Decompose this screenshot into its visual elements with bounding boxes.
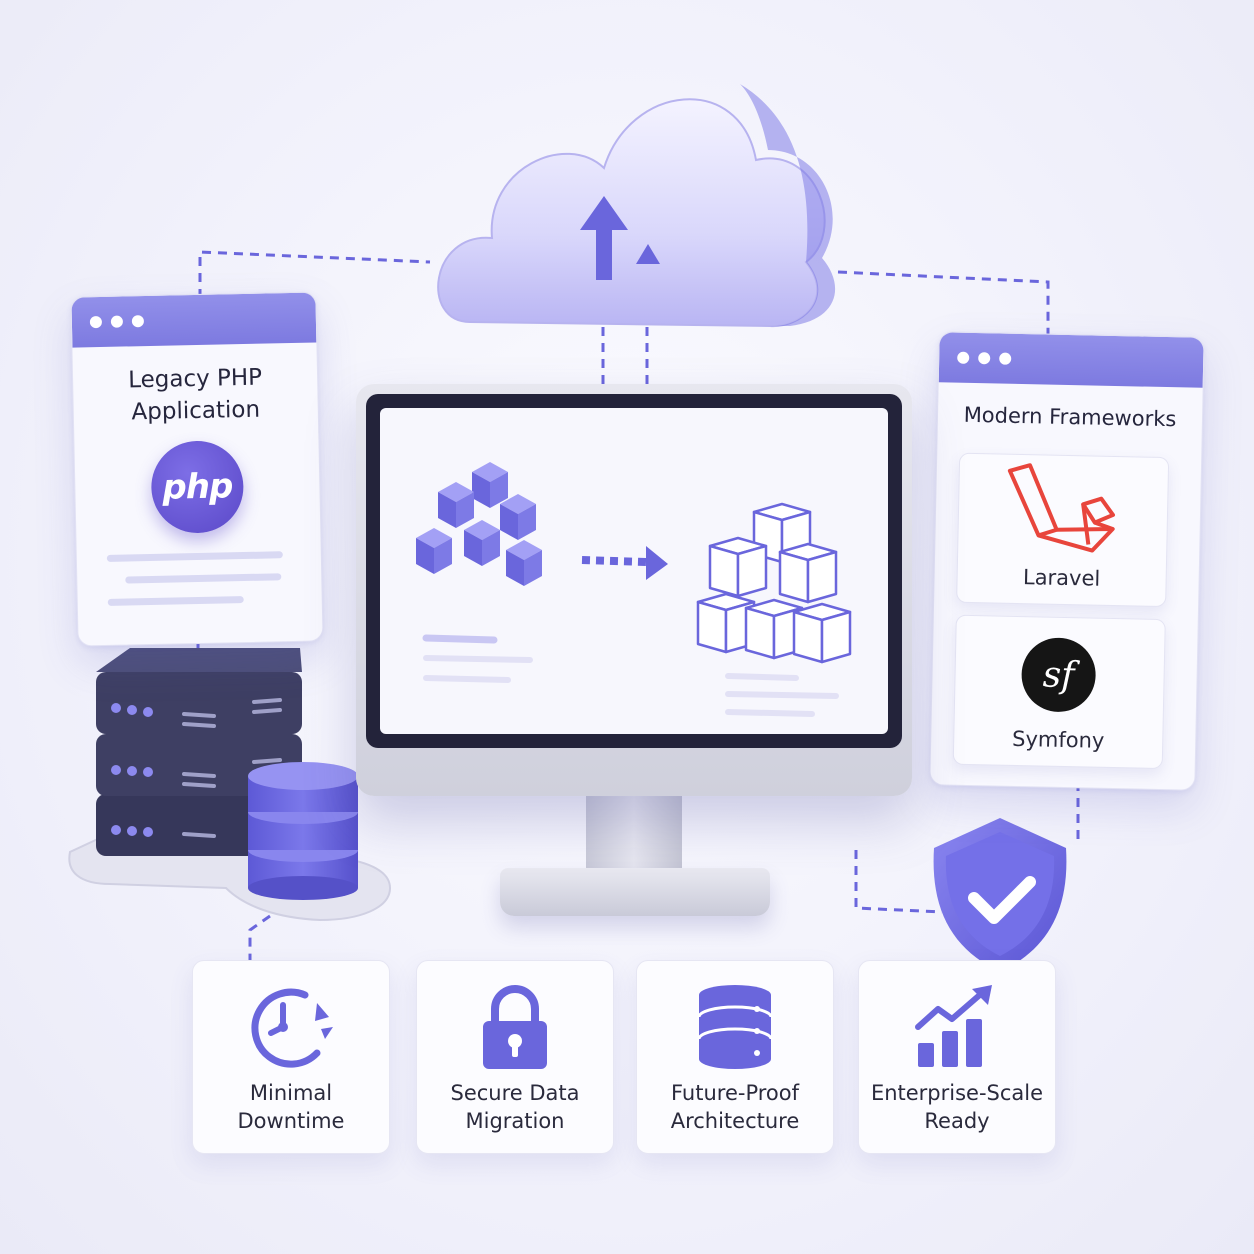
- framework-card-laravel: Laravel: [956, 452, 1170, 608]
- placeholder-line: [106, 551, 283, 562]
- modern-frameworks-panel: Modern Frameworks Laravel sf Symfony: [929, 331, 1205, 791]
- monitor: [356, 384, 912, 796]
- migration-arrow-icon: [581, 546, 668, 580]
- migration-illustration: [416, 462, 852, 717]
- upload-arrow-icon: [580, 196, 660, 280]
- screen-placeholder-lines: [422, 634, 839, 717]
- cloud-icon: [437, 84, 836, 328]
- shield-check-icon: [933, 818, 1067, 972]
- monitor-bezel: [366, 394, 902, 748]
- clock-refresh-icon: [251, 988, 333, 1068]
- feature-card-future-proof-architecture: Future-Proof Architecture: [636, 960, 834, 1154]
- window-dot: [978, 352, 991, 365]
- feature-label: Future-Proof Architecture: [670, 1081, 800, 1133]
- window-dot: [89, 315, 103, 329]
- feature-card-minimal-downtime: Minimal Downtime: [192, 960, 390, 1154]
- laravel-logo-icon: [1007, 463, 1115, 553]
- window-dot: [131, 315, 145, 328]
- outlined-cubes-icon: [696, 502, 852, 664]
- php-logo-icon: php: [150, 440, 245, 534]
- feature-card-secure-data-migration: Secure Data Migration: [416, 960, 614, 1154]
- window-dot: [957, 351, 970, 364]
- symfony-logo-text: sf: [1042, 654, 1075, 696]
- modern-panel-title: Modern Frameworks: [963, 402, 1177, 432]
- growth-chart-icon: [915, 985, 992, 1067]
- database-stack-icon: [697, 985, 773, 1069]
- placeholder-line: [125, 573, 282, 584]
- window-title-bar: [71, 292, 317, 348]
- framework-label-symfony: Symfony: [1011, 726, 1105, 753]
- feature-label: Minimal Downtime: [237, 1081, 345, 1133]
- framework-card-symfony: sf Symfony: [952, 614, 1166, 770]
- feature-label: Enterprise-Scale Ready: [870, 1081, 1044, 1133]
- monitor-stand-foot: [500, 868, 770, 916]
- legacy-php-panel: Legacy PHP Application php: [70, 291, 324, 647]
- database-cylinders-icon: [248, 762, 358, 900]
- monitor-screen: [380, 408, 888, 734]
- window-dot: [999, 352, 1012, 365]
- framework-label-laravel: Laravel: [1022, 565, 1101, 591]
- padlock-icon: [483, 985, 547, 1069]
- monitor-stand-neck: [586, 796, 682, 880]
- window-dot: [110, 315, 124, 328]
- symfony-logo-icon: sf: [1020, 637, 1097, 713]
- feature-card-enterprise-scale-ready: Enterprise-Scale Ready: [858, 960, 1056, 1154]
- window-title-bar: [938, 332, 1204, 388]
- placeholder-line: [107, 596, 244, 606]
- legacy-panel-title: Legacy PHP Application: [127, 364, 263, 426]
- feature-label: Secure Data Migration: [450, 1081, 580, 1133]
- solid-cubes-icon: [416, 462, 542, 586]
